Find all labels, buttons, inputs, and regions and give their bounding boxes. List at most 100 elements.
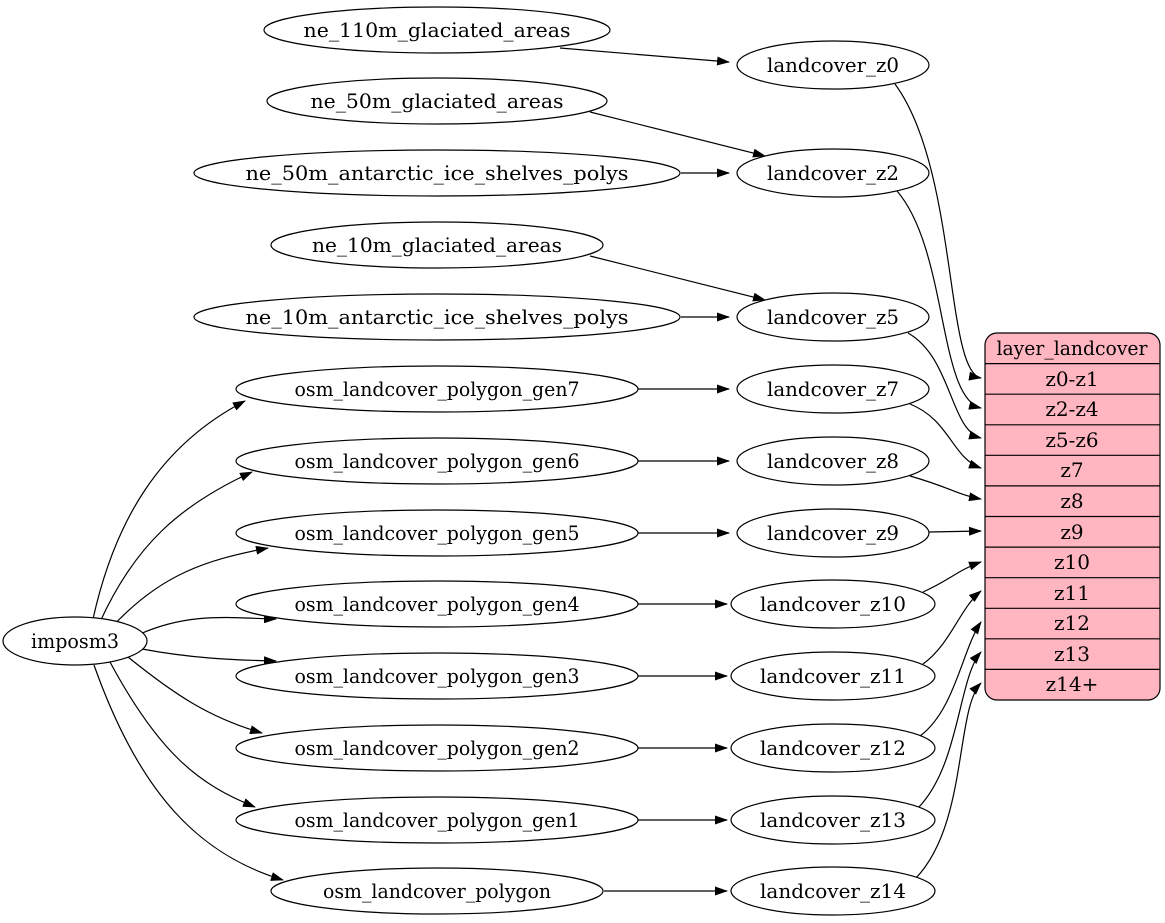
edge-landcover-z12-to-row-z12 [919, 621, 982, 737]
node-osm-landcover-polygon-gen3-label: osm_landcover_polygon_gen3 [295, 664, 580, 688]
node-osm-landcover-polygon-shape [270, 867, 604, 915]
node-ne-50m-antarctic-ice-shelves-polys-label: ne_50m_antarctic_ice_shelves_polys [246, 161, 629, 185]
node-osm-landcover-polygon-gen1-shape [235, 796, 639, 844]
node-ne-10m-glaciated-areas: ne_10m_glaciated_areas [270, 221, 604, 269]
edge-landcover-z0-to-row-z0-z1 [894, 83, 982, 381]
edge-imposm3-to-gen1 [109, 661, 256, 808]
node-osm-landcover-polygon: osm_landcover_polygon [270, 867, 604, 915]
node-ne-50m-glaciated-areas-shape [266, 77, 608, 125]
node-landcover-z11-shape [730, 651, 936, 701]
node-landcover-z12-label: landcover_z12 [760, 736, 906, 760]
node-ne-110m-glaciated-areas: ne_110m_glaciated_areas [263, 6, 611, 54]
node-osm-landcover-polygon-gen2-label: osm_landcover_polygon_gen2 [295, 736, 580, 760]
node-landcover-z13-shape [730, 795, 936, 845]
edge-imposm3-to-osm-landcover-polygon [93, 664, 284, 881]
node-landcover-z9-shape [736, 508, 930, 558]
edge-ne110m-to-landcover-z0 [559, 47, 730, 66]
node-landcover-z14-label: landcover_z14 [760, 879, 906, 903]
table-row-z0-z1: z0-z1 [1045, 367, 1098, 391]
table-row-z8: z8 [1060, 489, 1083, 513]
node-osm-landcover-polygon-gen7-shape [235, 365, 639, 413]
node-landcover-z0-label: landcover_z0 [767, 53, 899, 77]
node-landcover-z8-label: landcover_z8 [767, 449, 899, 473]
edge-imposm3-to-gen7 [92, 400, 246, 620]
edge-landcover-z10-to-row-z10 [922, 561, 982, 593]
node-osm-landcover-polygon-gen1-label: osm_landcover_polygon_gen1 [295, 808, 580, 832]
edge-ne10m-glaciated-to-landcover-z5 [589, 255, 766, 302]
node-osm-landcover-polygon-gen7: osm_landcover_polygon_gen7 [235, 365, 639, 413]
node-landcover-z0: landcover_z0 [736, 40, 930, 90]
node-osm-landcover-polygon-gen3-shape [235, 652, 639, 700]
node-landcover-z8: landcover_z8 [736, 436, 930, 486]
node-osm-landcover-polygon-gen2-shape [235, 724, 639, 772]
node-landcover-z2-shape [736, 148, 930, 198]
node-ne-110m-glaciated-areas-shape [263, 6, 611, 54]
node-ne-10m-antarctic-ice-shelves-polys: ne_10m_antarctic_ice_shelves_polys [193, 293, 681, 341]
node-landcover-z10-label: landcover_z10 [760, 592, 906, 616]
node-ne-10m-glaciated-areas-label: ne_10m_glaciated_areas [312, 233, 562, 257]
edge-landcover-z9-to-row-z9 [928, 526, 982, 536]
node-landcover-z10: landcover_z10 [730, 579, 936, 629]
node-landcover-z10-shape [730, 579, 936, 629]
table-row-z5-z6: z5-z6 [1045, 428, 1098, 452]
node-landcover-z9-label: landcover_z9 [767, 521, 899, 545]
edge-imposm3-to-gen2 [127, 656, 263, 734]
edges [92, 47, 982, 896]
edge-imposm3-to-gen5 [111, 545, 269, 628]
node-ne-10m-glaciated-areas-shape [270, 221, 604, 269]
node-landcover-z0-shape [736, 40, 930, 90]
node-ne-10m-antarctic-ice-shelves-polys-shape [193, 293, 681, 341]
node-ne-50m-antarctic-ice-shelves-polys-shape [193, 149, 681, 197]
node-imposm3: imposm3 [2, 616, 148, 666]
node-osm-landcover-polygon-gen6-label: osm_landcover_polygon_gen6 [295, 449, 580, 473]
node-landcover-z7: landcover_z7 [736, 364, 930, 414]
table-row-z11: z11 [1054, 581, 1090, 605]
node-osm-landcover-polygon-gen5: osm_landcover_polygon_gen5 [235, 509, 639, 557]
edge-landcover-z8-to-row-z8 [909, 475, 982, 502]
node-osm-landcover-polygon-gen4-shape [235, 580, 639, 628]
node-osm-landcover-polygon-gen5-label: osm_landcover_polygon_gen5 [295, 521, 580, 545]
table-layer-landcover: layer_landcover z0-z1 z2-z4 z5-z6 z7 z8 … [984, 332, 1161, 701]
node-ne-10m-antarctic-ice-shelves-polys-label: ne_10m_antarctic_ice_shelves_polys [246, 305, 629, 329]
edge-ne50m-glaciated-to-landcover-z2 [589, 111, 766, 158]
node-landcover-z2-label: landcover_z2 [767, 161, 899, 185]
node-ne-50m-glaciated-areas: ne_50m_glaciated_areas [266, 77, 608, 125]
edge-landcover-z13-to-row-z13 [917, 651, 982, 809]
node-landcover-z13: landcover_z13 [730, 795, 936, 845]
node-imposm3-label: imposm3 [31, 629, 119, 653]
node-ne-110m-glaciated-areas-label: ne_110m_glaciated_areas [304, 18, 571, 42]
node-landcover-z7-shape [736, 364, 930, 414]
node-landcover-z5: landcover_z5 [736, 292, 930, 342]
node-osm-landcover-polygon-gen5-shape [235, 509, 639, 557]
node-osm-landcover-polygon-gen4-label: osm_landcover_polygon_gen4 [295, 592, 580, 616]
edge-landcover-z14-to-row-z14plus [914, 682, 982, 880]
node-osm-landcover-polygon-gen3: osm_landcover_polygon_gen3 [235, 652, 639, 700]
node-landcover-z11-label: landcover_z11 [760, 664, 906, 688]
node-landcover-z9: landcover_z9 [736, 508, 930, 558]
node-landcover-z13-label: landcover_z13 [760, 808, 906, 832]
nodes: imposm3 ne_110m_glaciated_areas ne_50m_g… [2, 6, 936, 916]
table-row-z14plus: z14+ [1046, 672, 1099, 696]
node-osm-landcover-polygon-label: osm_landcover_polygon [323, 879, 551, 903]
node-landcover-z14-shape [730, 866, 936, 916]
table-title: layer_landcover [997, 336, 1148, 360]
table-row-z10: z10 [1054, 550, 1090, 574]
edge-imposm3-to-gen3 [141, 648, 277, 666]
node-osm-landcover-polygon-gen1: osm_landcover_polygon_gen1 [235, 796, 639, 844]
node-osm-landcover-polygon-gen7-label: osm_landcover_polygon_gen7 [295, 377, 580, 401]
table-row-z7: z7 [1060, 458, 1083, 482]
node-landcover-z12: landcover_z12 [730, 723, 936, 773]
table-row-z12: z12 [1054, 611, 1090, 635]
edge-imposm3-to-gen4 [139, 614, 277, 635]
node-landcover-z5-label: landcover_z5 [767, 305, 899, 329]
table-row-z9: z9 [1060, 520, 1083, 544]
node-osm-landcover-polygon-gen4: osm_landcover_polygon_gen4 [235, 580, 639, 628]
edge-landcover-z2-to-row-z2-z4 [896, 190, 982, 410]
edge-landcover-z5-to-row-z5-z6 [907, 332, 982, 440]
edge-landcover-z11-to-row-z11 [922, 590, 982, 665]
node-landcover-z2: landcover_z2 [736, 148, 930, 198]
node-imposm3-shape [2, 616, 148, 666]
node-osm-landcover-polygon-gen6-shape [235, 437, 639, 485]
